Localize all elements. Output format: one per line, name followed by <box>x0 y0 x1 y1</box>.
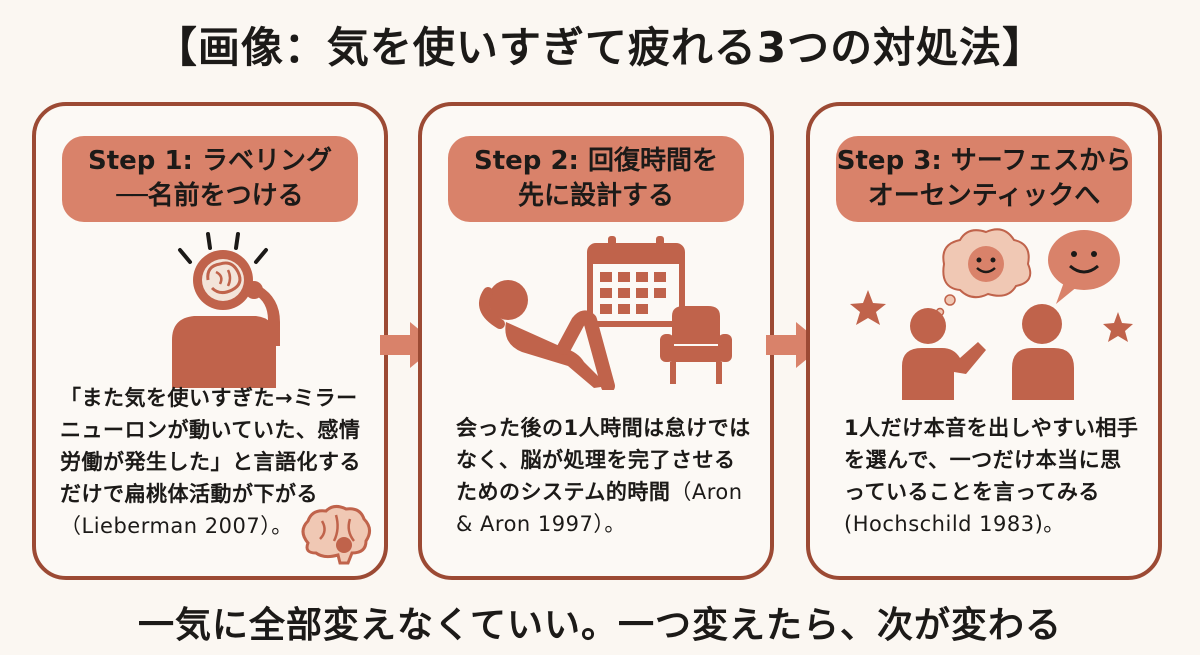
step-2-body: 会った後の1人時間は怠けではなく、脳が処理を完了させるためのシステム的時間（Ar… <box>456 412 752 540</box>
step-2-heading: Step 2: 回復時間を 先に設計する <box>474 146 718 211</box>
smiley-thought-bubble-icon <box>935 228 1032 317</box>
step-1-description: 「また気を使いすぎた→ミラーニューロンが動いていた、感情労働が発生した」と言語化… <box>60 386 361 506</box>
step-1-heading: Step 1: ラベリング ──名前をつける <box>88 146 332 211</box>
step-1-citation: （Lieberman 2007）。 <box>60 514 293 538</box>
step-1-header: Step 1: ラベリング ──名前をつける <box>62 136 358 222</box>
step-3-header: Step 3: サーフェスから オーセンティックへ <box>836 136 1132 222</box>
step-2-header: Step 2: 回復時間を 先に設計する <box>448 136 744 222</box>
star-icon <box>1103 312 1133 342</box>
step-1-panel: Step 1: ラベリング ──名前をつける 「また気を使いすぎた→ミラーニュー… <box>32 102 388 580</box>
footer-message: 一気に全部変えなくていい。一つ変えたら、次が変わる <box>138 605 1062 646</box>
step-2-citation: （Aron & Aron 1997）。 <box>456 480 743 536</box>
armchair-icon <box>660 306 732 384</box>
step-2-panel: Step 2: 回復時間を 先に設計する 会った後の1人時間は怠けではなく、脳が… <box>418 102 774 580</box>
step-1-body: 「また気を使いすぎた→ミラーニューロンが動いていた、感情労働が発生した」と言語化… <box>60 382 372 542</box>
two-people-talking-icon <box>850 228 1133 400</box>
step-2-description: 会った後の1人時間は怠けではなく、脳が処理を完了させるためのシステム的時間 <box>456 416 751 504</box>
calendar-icon <box>587 236 685 327</box>
smiley-speech-bubble-icon <box>1048 230 1120 304</box>
person-thinking-icon <box>172 232 280 388</box>
star-icon <box>850 290 886 325</box>
page-title: 【画像：気を使いすぎて疲れる3つの対処法】 <box>154 23 1046 72</box>
step-3-description: 1人だけ本音を出しやすい相手を選んで、一つだけ本当に思っていることを言ってみる <box>844 416 1139 504</box>
step-3-panel: Step 3: サーフェスから オーセンティックへ <box>806 102 1162 580</box>
step-3-heading: Step 3: サーフェスから オーセンティックへ <box>836 146 1132 211</box>
step-3-citation: (Hochschild 1983)。 <box>844 512 1065 536</box>
brain-icon <box>301 504 371 565</box>
reclining-person-icon <box>479 280 615 390</box>
step-3-body: 1人だけ本音を出しやすい相手を選んで、一つだけ本当に思っていることを言ってみる (… <box>844 412 1140 540</box>
